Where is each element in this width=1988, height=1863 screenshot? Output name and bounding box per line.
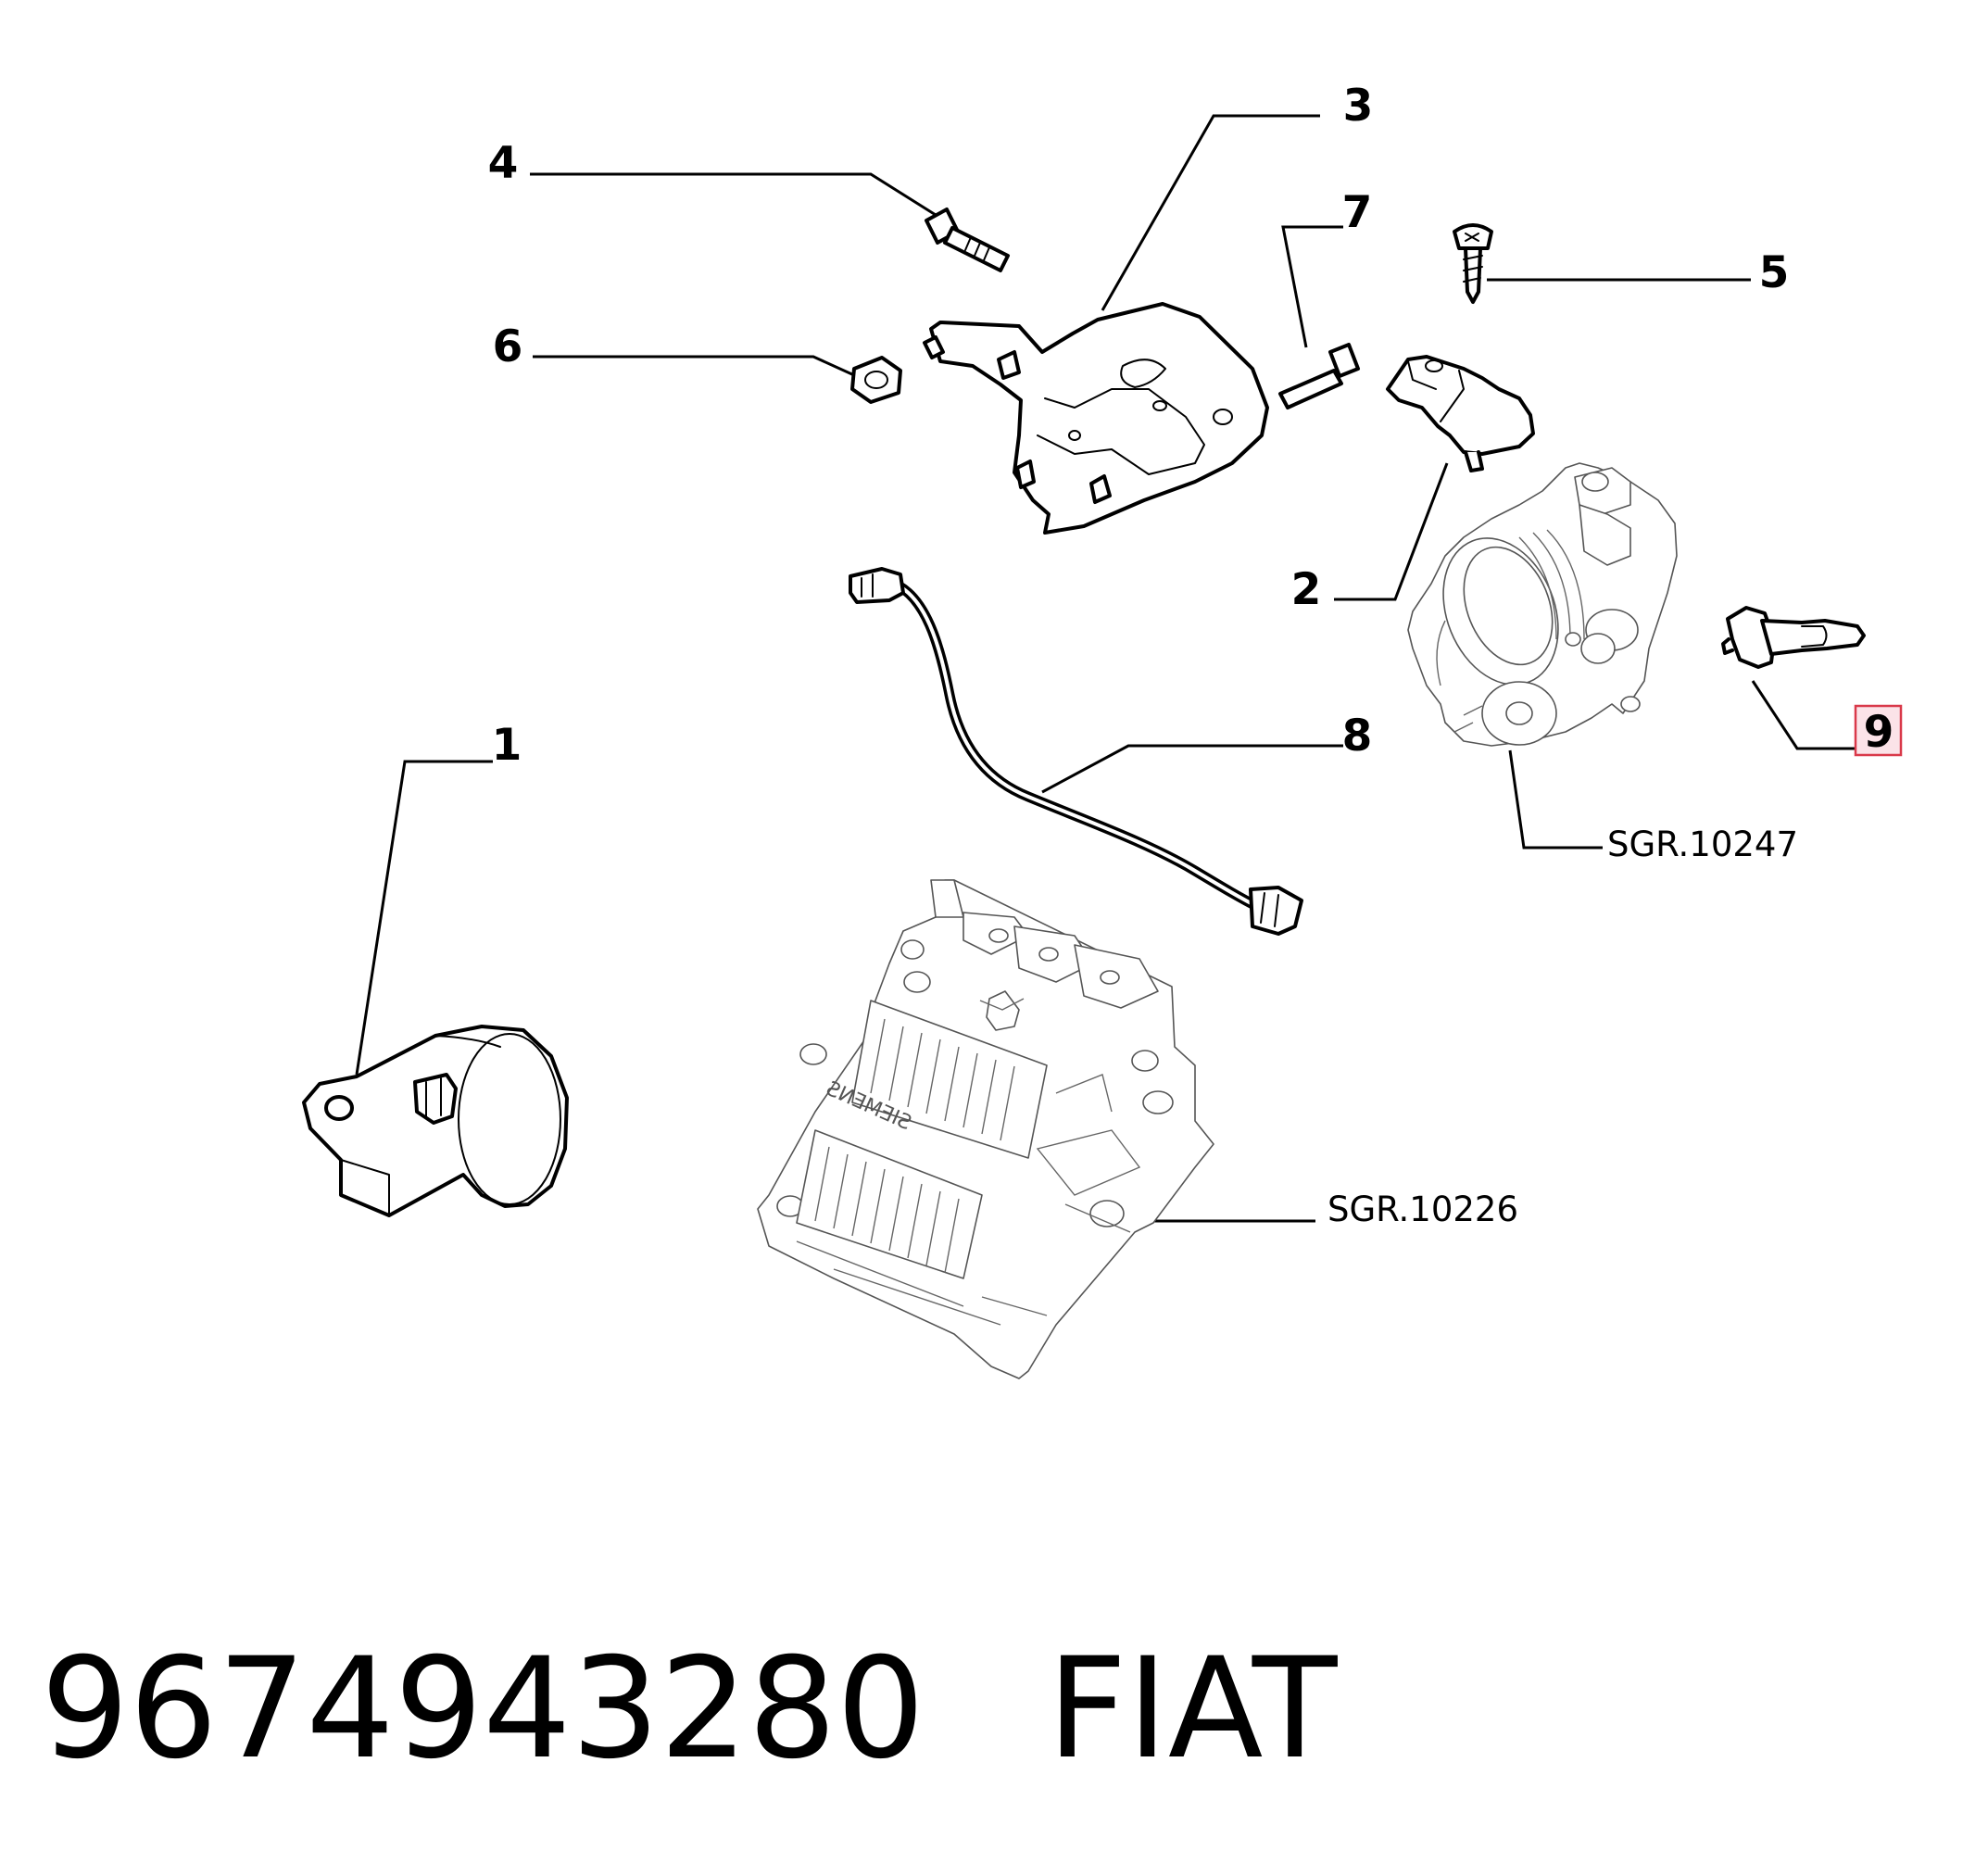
leader-6 bbox=[533, 355, 855, 377]
leader-8 bbox=[1041, 744, 1343, 794]
callout-3[interactable]: 3 bbox=[1343, 81, 1374, 132]
part-7-bolt bbox=[1278, 343, 1360, 409]
part-5-screw bbox=[1453, 223, 1493, 304]
callout-5[interactable]: 5 bbox=[1759, 247, 1790, 298]
part-3-bracket bbox=[923, 302, 1269, 535]
callout-6[interactable]: 6 bbox=[493, 321, 523, 372]
callout-8[interactable]: 8 bbox=[1342, 711, 1373, 762]
brand-name: FIAT bbox=[1047, 1629, 1338, 1790]
callout-7[interactable]: 7 bbox=[1342, 187, 1373, 238]
part-6-nut bbox=[850, 356, 902, 404]
callout-2[interactable]: 2 bbox=[1291, 564, 1322, 615]
ref-ecu[interactable]: SGR.10226 bbox=[1327, 1190, 1518, 1229]
leader-2 bbox=[1334, 462, 1449, 601]
leader-ref-throttle bbox=[1508, 749, 1603, 850]
part-2-sensor bbox=[1386, 355, 1535, 472]
part-number: 9674943280 bbox=[41, 1629, 925, 1790]
leader-lines bbox=[355, 114, 1857, 1223]
ref-throttle-body[interactable]: SGR.10247 bbox=[1607, 825, 1798, 864]
highlight-box-9 bbox=[1854, 704, 1903, 757]
part-8-wiring-harness bbox=[849, 567, 1303, 936]
leader-1 bbox=[355, 760, 493, 1076]
callout-labels: 3 4 7 5 6 2 9 8 1 SGR.10247 SGR.10226 bbox=[488, 81, 1903, 1229]
callout-1[interactable]: 1 bbox=[492, 720, 522, 771]
leader-9 bbox=[1751, 680, 1857, 750]
part-9-bulb bbox=[1721, 606, 1866, 669]
part-4-bolt bbox=[925, 208, 1010, 272]
throttle-body bbox=[1407, 462, 1678, 747]
part-1-actuator bbox=[302, 1025, 569, 1217]
ecu-assembly: SIEMENS bbox=[757, 879, 1214, 1379]
callout-4[interactable]: 4 bbox=[488, 138, 519, 189]
leader-7 bbox=[1281, 225, 1343, 348]
leader-4 bbox=[530, 172, 937, 217]
leader-3 bbox=[1101, 114, 1320, 311]
callout-9[interactable]: 9 bbox=[1864, 707, 1894, 758]
